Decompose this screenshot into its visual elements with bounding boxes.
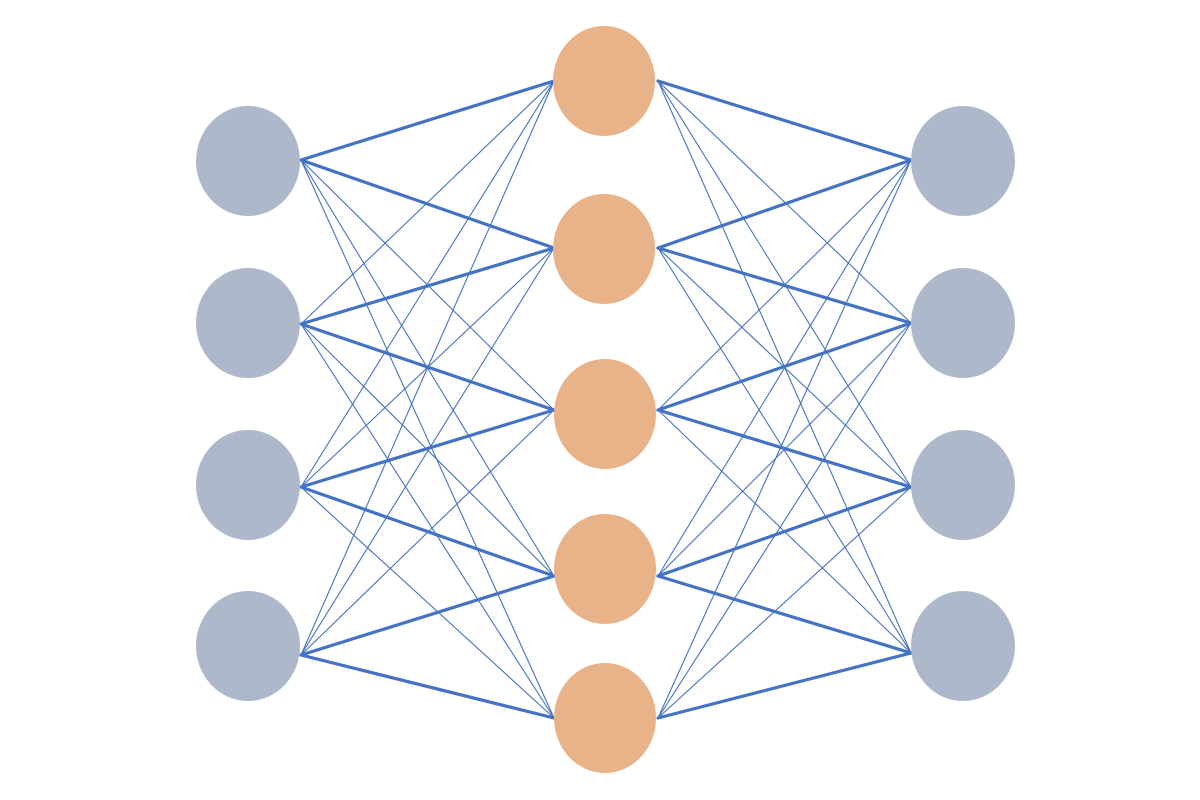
edge-h3-out3 xyxy=(656,408,913,489)
edge-in1-h5 xyxy=(300,159,555,719)
edge-h5-out4 xyxy=(656,651,913,720)
edge-in3-h1 xyxy=(300,80,555,488)
hidden-node-h1 xyxy=(553,26,655,136)
edge-in4-h2 xyxy=(300,247,555,656)
input-node-in2 xyxy=(196,268,300,378)
input-node-in1 xyxy=(196,106,300,216)
edge-h5-out2 xyxy=(657,322,912,719)
input-node-in3 xyxy=(196,430,300,540)
edge-h2-out4 xyxy=(657,247,912,654)
edge-in2-h2 xyxy=(299,246,556,326)
input-node-in4 xyxy=(196,591,300,701)
edges-layer xyxy=(299,79,913,720)
edge-h5-out1 xyxy=(657,159,912,719)
edge-in1-h2 xyxy=(299,158,556,250)
output-node-out3 xyxy=(911,430,1015,540)
edge-h3-out2 xyxy=(656,321,913,412)
edge-in2-h3 xyxy=(299,322,556,412)
hidden-node-h5 xyxy=(554,663,656,773)
edge-h4-out4 xyxy=(656,574,913,655)
hidden-node-h4 xyxy=(554,514,656,624)
edge-h2-out2 xyxy=(656,246,913,325)
output-node-out1 xyxy=(911,106,1015,216)
hidden-node-h2 xyxy=(553,194,655,304)
edge-in3-h3 xyxy=(299,408,556,489)
output-node-out4 xyxy=(911,591,1015,701)
edge-h5-out3 xyxy=(657,486,912,719)
edge-in3-h4 xyxy=(299,485,556,578)
edge-in2-h5 xyxy=(300,323,555,719)
edge-h1-out1 xyxy=(656,79,913,162)
edge-h1-out2 xyxy=(657,80,912,324)
output-node-out2 xyxy=(911,268,1015,378)
nodes-layer xyxy=(196,26,1015,773)
edge-h2-out1 xyxy=(656,158,913,250)
edge-in3-h5 xyxy=(300,486,555,719)
edge-in1-h1 xyxy=(299,79,556,162)
edge-in4-h5 xyxy=(299,653,556,720)
hidden-node-h3 xyxy=(554,359,656,469)
edge-in4-h4 xyxy=(299,574,556,657)
edge-h4-out3 xyxy=(656,485,913,578)
